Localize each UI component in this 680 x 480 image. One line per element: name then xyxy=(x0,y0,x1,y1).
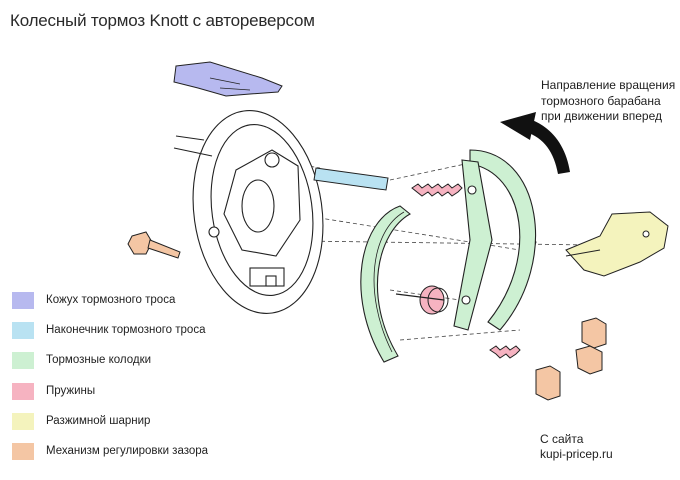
rotation-arrow xyxy=(500,112,570,174)
direction-line: при движении вперед xyxy=(541,109,662,123)
direction-line: тормозного барабана xyxy=(541,93,661,108)
legend-label: Разжимной шарнир xyxy=(46,415,151,427)
direction-line: Направление вращения xyxy=(541,78,676,92)
legend-item-adjuster: Механизм регулировки зазора xyxy=(12,442,208,460)
rotation-direction-note: Направление вращения тормозного барабана… xyxy=(541,78,675,125)
legend-label: Наконечник тормозного троса xyxy=(46,324,206,336)
legend-swatch xyxy=(12,291,34,309)
legend-label: Тормозные колодки xyxy=(46,354,152,366)
diagram-title: Колесный тормоз Knott с автореверсом xyxy=(10,11,315,30)
brake-shoe-right xyxy=(453,149,537,331)
brake-shoe-left xyxy=(360,205,411,363)
adjuster-bolt xyxy=(127,231,181,259)
legend-swatch xyxy=(12,382,34,400)
legend-swatch xyxy=(12,442,34,460)
cable-housing xyxy=(173,61,283,97)
legend-item-expanding-lever: Разжимной шарнир xyxy=(12,412,150,430)
source-credit: С сайта kupi-pricep.ru xyxy=(540,432,613,462)
expanding-lever xyxy=(565,211,669,277)
legend-item-cable-end: Наконечник тормозного троса xyxy=(12,321,205,339)
legend-item-cable-housing: Кожух тормозного троса xyxy=(12,291,175,309)
legend-label: Пружины xyxy=(46,385,96,397)
legend-item-brake-shoes: Тормозные колодки xyxy=(12,351,151,369)
legend-swatch xyxy=(12,412,34,430)
adjuster-blocks xyxy=(535,317,607,401)
legend-swatch xyxy=(12,351,34,369)
credit-url: kupi-pricep.ru xyxy=(540,447,613,461)
legend-item-springs: Пружины xyxy=(12,382,95,400)
legend-swatch xyxy=(12,321,34,339)
backing-plate xyxy=(173,110,324,314)
legend-label: Кожух тормозного троса xyxy=(46,294,176,306)
cable-end-fitting xyxy=(313,167,389,191)
legend-label: Механизм регулировки зазора xyxy=(46,445,209,457)
credit-line: С сайта xyxy=(540,432,584,446)
